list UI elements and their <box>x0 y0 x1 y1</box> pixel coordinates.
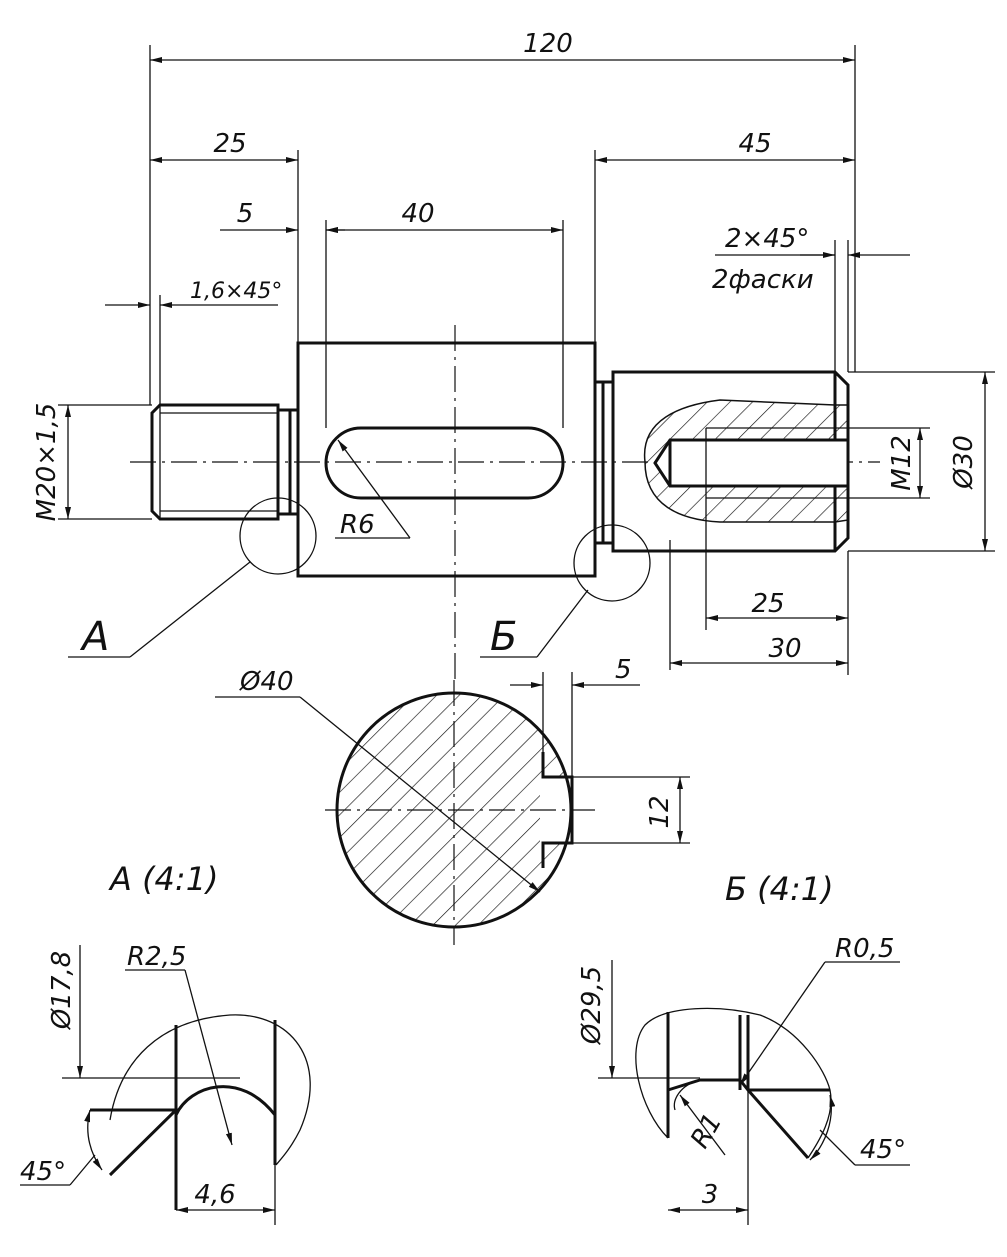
chamfer-right-label-1: 2×45° <box>725 224 809 254</box>
key-slot <box>324 426 565 500</box>
dim-40-label: 40 <box>401 199 434 229</box>
detail-a-radius: R2,5 <box>127 942 186 972</box>
chamfer-left-label: 1,6×45° <box>190 279 282 304</box>
main-view <box>130 325 880 680</box>
middle-body <box>296 341 597 578</box>
key-width-label: 12 <box>645 795 675 828</box>
detail-a-title: А (4:1) <box>108 860 219 898</box>
detail-b-diameter: Ø29,5 <box>577 966 607 1045</box>
groove-left <box>278 408 298 516</box>
dim-25-label: 25 <box>213 129 246 159</box>
hole-depth-label: 30 <box>768 634 801 664</box>
detail-a-angle: 45° <box>20 1157 66 1187</box>
callouts: А Б <box>68 497 651 660</box>
groove-right <box>595 380 613 545</box>
dim-45-label: 45 <box>738 129 771 159</box>
detail-a-diameter: Ø17,8 <box>47 951 77 1030</box>
diameter-right-label: Ø30 <box>949 435 979 490</box>
inner-thread-label: M12 <box>887 435 917 491</box>
section-diameter-label: Ø40 <box>239 667 294 697</box>
chamfer-right-label-2: 2фаски <box>712 265 814 295</box>
dimensions: 120 25 45 5 40 1,6×45° 2×45° 2фаски M20×… <box>32 29 995 675</box>
dim-5-label: 5 <box>237 199 254 229</box>
callout-circle-a <box>239 497 317 575</box>
detail-a-width: 4,6 <box>194 1180 235 1210</box>
detail-a: А (4:1) Ø17,8 R2,5 45° 4,6 <box>20 860 311 1225</box>
slot-radius-label: R6 <box>340 510 375 540</box>
dim-120-label: 120 <box>523 29 573 59</box>
thread-left-label: M20×1,5 <box>32 403 62 522</box>
detail-b-outline <box>635 1007 832 1159</box>
callout-label-a: А <box>79 614 109 660</box>
key-depth-label: 5 <box>615 655 632 685</box>
threaded-hole <box>653 438 850 488</box>
detail-b-radius-inner: R1 <box>685 1109 728 1154</box>
detail-a-groove <box>174 1085 277 1116</box>
callout-circle-b <box>573 524 651 602</box>
callout-label-b: Б <box>490 614 517 660</box>
detail-b-width: 3 <box>702 1180 719 1210</box>
detail-b: Б (4:1) Ø29,5 R0,5 R1 45° 3 <box>577 870 910 1225</box>
detail-a-outline <box>109 1014 311 1166</box>
detail-b-title: Б (4:1) <box>725 870 834 908</box>
cross-section: Ø40 5 12 <box>215 655 690 945</box>
detail-b-angle: 45° <box>860 1135 906 1165</box>
thread-depth-label: 25 <box>751 589 784 619</box>
detail-b-radius-outer: R0,5 <box>835 934 894 964</box>
